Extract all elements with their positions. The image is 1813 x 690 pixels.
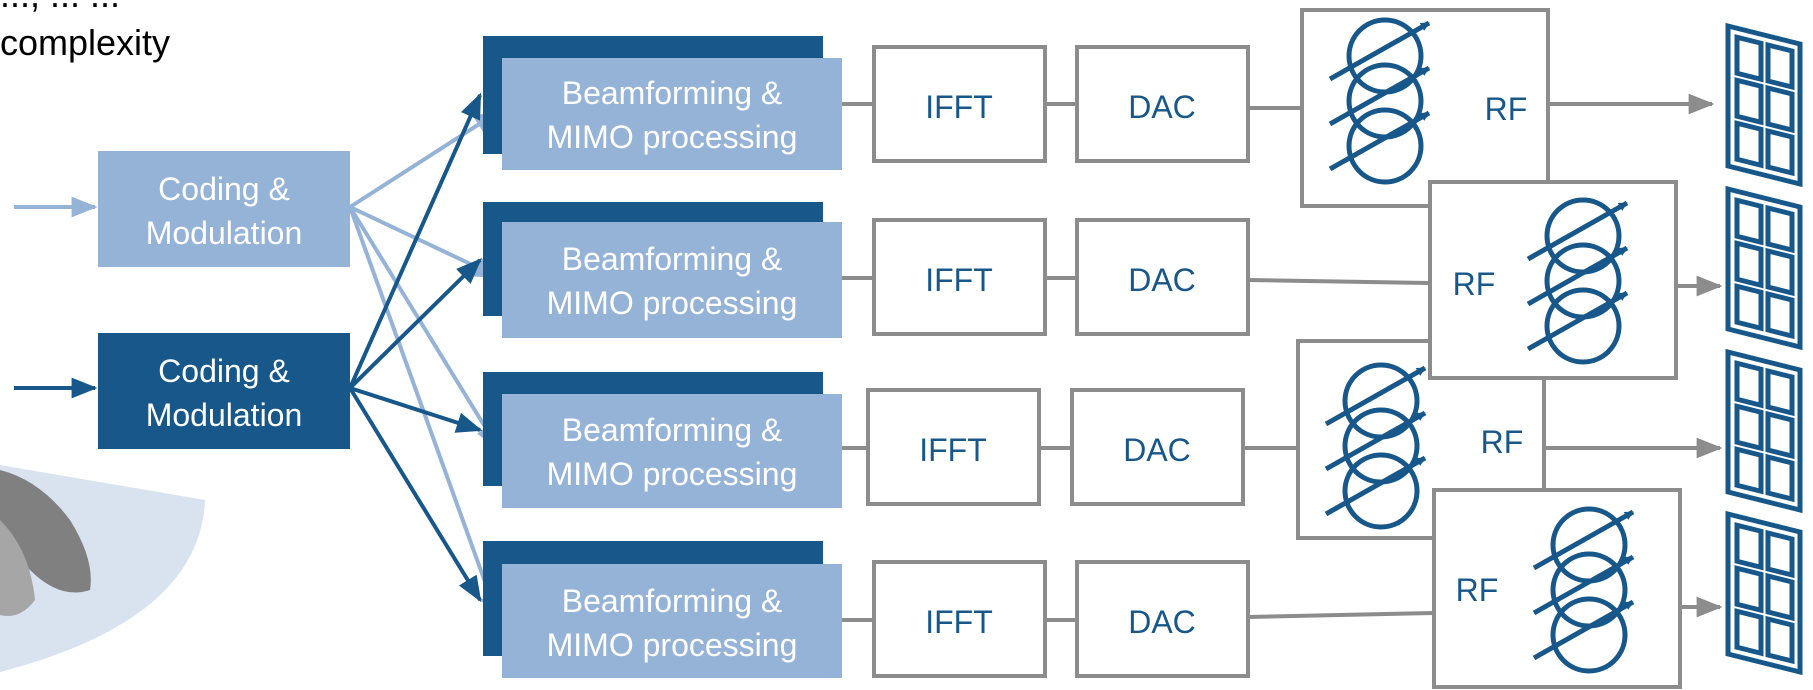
dac-label-3: DAC — [1123, 432, 1191, 468]
header-text-line2: complexity — [0, 22, 171, 63]
ifft-label-2: IFFT — [925, 262, 993, 298]
coding-block-2-line1: Coding & — [158, 353, 290, 389]
dac-box-4: DAC — [1075, 560, 1250, 678]
beam-illustration — [0, 465, 205, 672]
beamforming-block-1: Beamforming & MIMO processing — [483, 36, 842, 170]
ifft-label-3: IFFT — [919, 432, 987, 468]
beamforming-block-2-line2: MIMO processing — [547, 285, 798, 321]
dac-box-2: DAC — [1075, 218, 1250, 336]
beamforming-block-2-line1: Beamforming & — [562, 241, 783, 277]
rf-label-3: RF — [1481, 424, 1524, 460]
rf-label-2: RF — [1453, 266, 1496, 302]
phase-shifter-icon — [1324, 362, 1427, 530]
beamforming-block-2: Beamforming & MIMO processing — [483, 202, 842, 338]
dac-box-3: DAC — [1070, 388, 1245, 506]
coding-block-1-line2: Modulation — [146, 215, 303, 251]
phase-shifter-icon — [1526, 197, 1629, 365]
antenna-array-icon — [1725, 510, 1803, 676]
antenna-array-icon — [1725, 22, 1803, 188]
coding-block-2: Coding & Modulation — [98, 333, 350, 449]
ifft-label-1: IFFT — [925, 89, 993, 125]
beamforming-block-1-line2: MIMO processing — [547, 119, 798, 155]
rf-label-4: RF — [1456, 572, 1499, 608]
coding-block-2-line2: Modulation — [146, 397, 303, 433]
beamforming-block-4-line2: MIMO processing — [547, 627, 798, 663]
rf-box-4: RF — [1432, 488, 1682, 689]
beamforming-block-4: Beamforming & MIMO processing — [483, 541, 842, 678]
dac-label-4: DAC — [1128, 604, 1196, 640]
phase-shifter-icon — [1328, 17, 1431, 185]
beamforming-block-4-line1: Beamforming & — [562, 583, 783, 619]
antenna-array-icon — [1725, 185, 1803, 351]
beamforming-block-3-line1: Beamforming & — [562, 412, 783, 448]
ifft-box-1: IFFT — [872, 45, 1047, 163]
beamforming-block-3-line2: MIMO processing — [547, 456, 798, 492]
dac-label-2: DAC — [1128, 262, 1196, 298]
ifft-box-2: IFFT — [872, 218, 1047, 336]
rf-box-2: RF — [1428, 180, 1678, 380]
dac-box-1: DAC — [1075, 45, 1250, 163]
coding-block-1: Coding & Modulation — [98, 151, 350, 267]
signal-chain-lines — [842, 102, 1435, 622]
rf-box-1: RF — [1300, 8, 1550, 208]
dac-label-1: DAC — [1128, 89, 1196, 125]
beamforming-block-1-line1: Beamforming & — [562, 75, 783, 111]
rf-output-arrows — [1544, 93, 1723, 618]
rf-label-1: RF — [1485, 91, 1528, 127]
ifft-label-4: IFFT — [925, 604, 993, 640]
ifft-box-4: IFFT — [872, 560, 1047, 678]
beamforming-block-3: Beamforming & MIMO processing — [483, 372, 842, 508]
antenna-array-icon — [1725, 348, 1803, 514]
phase-shifter-icon — [1532, 506, 1635, 674]
dark-connections — [348, 92, 483, 603]
ifft-box-3: IFFT — [866, 388, 1041, 506]
header-text-line1: ..., ... ... — [0, 0, 120, 16]
coding-block-1-line1: Coding & — [158, 171, 290, 207]
